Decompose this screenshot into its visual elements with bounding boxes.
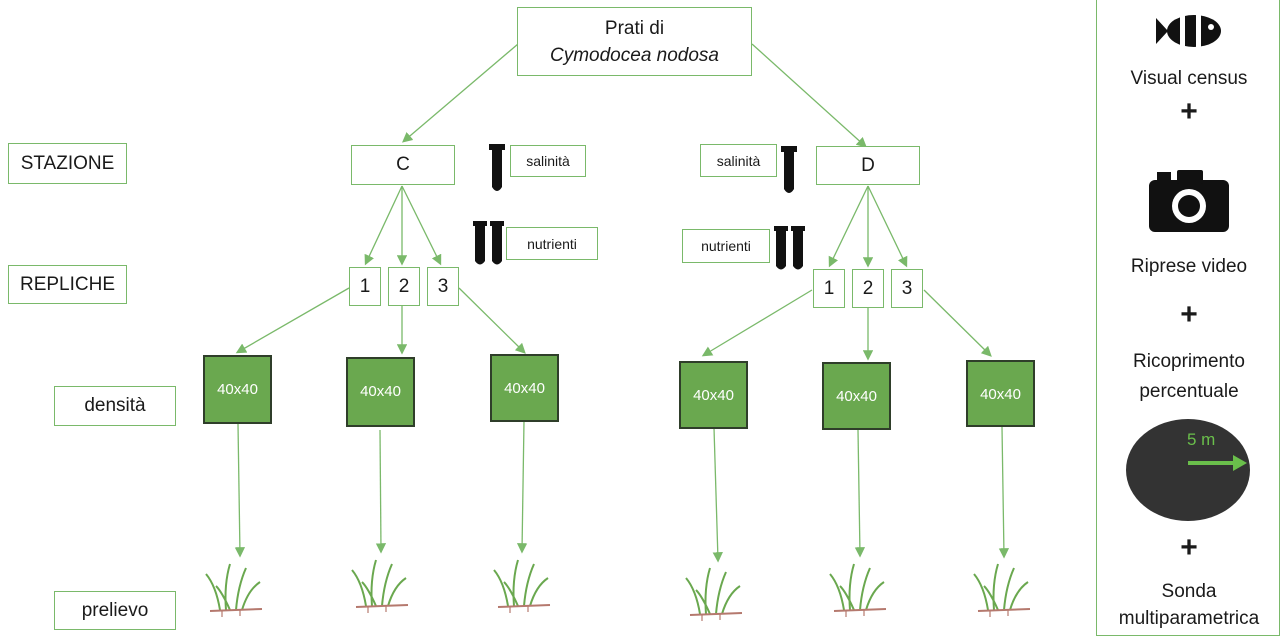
methods-panel: Visual census + Riprese video + Ricoprim… <box>1096 0 1280 636</box>
plus-sign: + <box>1180 95 1198 128</box>
cover-label-line2: percentuale <box>1139 381 1239 402</box>
salinity-label-d: salinità <box>700 144 777 177</box>
test-tube-icon <box>781 146 797 193</box>
replicate-c2: 2 <box>388 267 420 306</box>
replicate-d3: 3 <box>891 269 923 308</box>
root-title: Prati di <box>604 17 665 39</box>
quadrat: 40x40 <box>679 361 748 429</box>
level-replicates: REPLICHE <box>8 265 127 304</box>
test-tubes-icon <box>774 226 805 270</box>
seagrass-icon <box>685 567 743 621</box>
plus-sign: + <box>1180 298 1198 331</box>
replicate-c1: 1 <box>349 267 381 306</box>
test-tubes-icon <box>473 221 504 265</box>
seagrass-icon <box>829 563 887 617</box>
seagrass-icon <box>205 563 263 617</box>
probe-label-line1: Sonda <box>1161 581 1217 602</box>
quadrat: 40x40 <box>822 362 891 430</box>
replicate-d2: 2 <box>852 269 884 308</box>
test-tube-icon <box>489 144 505 191</box>
fish-icon <box>1156 15 1221 47</box>
replicate-d1: 1 <box>813 269 845 308</box>
level-sampling: prelievo <box>54 591 176 630</box>
quadrat: 40x40 <box>490 354 559 422</box>
seagrass-icon <box>493 559 551 613</box>
station-c: C <box>351 145 455 185</box>
plus-sign: + <box>1180 531 1198 564</box>
replicate-c3: 3 <box>427 267 459 306</box>
quadrat: 40x40 <box>203 355 272 424</box>
camera-icon <box>1149 170 1229 232</box>
seagrass-icon <box>351 559 409 613</box>
nutrients-label-d: nutrienti <box>682 229 770 263</box>
level-station: STAZIONE <box>8 143 127 184</box>
probe-label-line2: multiparametrica <box>1118 608 1260 629</box>
nutrients-label-c: nutrienti <box>506 227 598 260</box>
root-species: Cymodocea nodosa <box>550 44 719 66</box>
level-density: densità <box>54 386 176 426</box>
radius-label: 5 m <box>1187 430 1216 449</box>
video-label: Riprese video <box>1130 256 1248 277</box>
cover-label-line1: Ricoprimento <box>1133 351 1245 372</box>
root-node: Prati di Cymodocea nodosa <box>517 7 752 76</box>
station-d: D <box>816 146 920 185</box>
visual-census-label: Visual census <box>1130 68 1248 89</box>
seagrass-icon <box>973 563 1031 617</box>
radius-circle-icon <box>1126 419 1250 521</box>
quadrat: 40x40 <box>346 357 415 427</box>
quadrat: 40x40 <box>966 360 1035 427</box>
salinity-label-c: salinità <box>510 145 586 177</box>
